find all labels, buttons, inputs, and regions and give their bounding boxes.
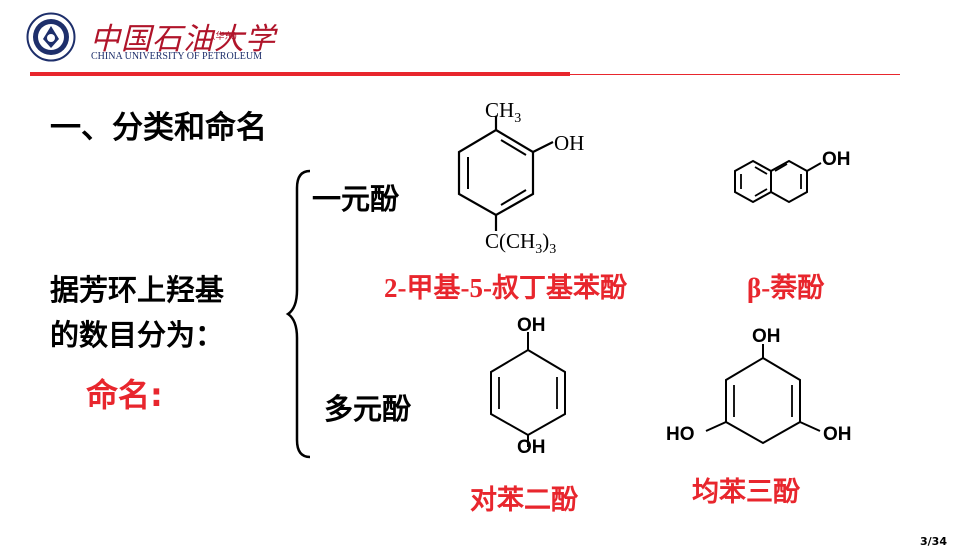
s4-ho-left-text: HO — [666, 424, 695, 445]
s3-oh-top-text: OH — [517, 315, 546, 336]
svg-text:CH3: CH3 — [485, 100, 521, 126]
compound-name-2: β-萘酚 — [747, 273, 825, 303]
university-name-en: CHINA UNIVERSITY OF PETROLEUM — [91, 51, 263, 62]
compound-name-1: 2-甲基-5-叔丁基苯酚 — [384, 273, 627, 303]
category-monophenol: 一元酚 — [312, 182, 400, 216]
description-line-2: 的数目分为： — [50, 318, 225, 352]
s1-tbu-sub2: 3 — [549, 242, 556, 257]
header-divider-thick — [30, 72, 570, 76]
compound-name-3: 对苯二酚 — [470, 485, 578, 515]
naming-label: 命名: — [86, 376, 163, 414]
university-emblem-icon — [26, 12, 76, 62]
university-campus: (华东) — [212, 32, 238, 42]
s1-tbu-close: ) — [542, 229, 549, 253]
s1-tbu-text: C(CH — [485, 229, 535, 253]
structure-beta-naphthol: OH — [734, 149, 851, 204]
structure-2-methyl-5-tert-butylphenol: CH3 OH C(CH3)3 — [457, 100, 584, 257]
svg-text:C(CH3)3: C(CH3)3 — [485, 229, 556, 257]
s1-oh-text: OH — [554, 131, 584, 155]
compound-name-4: 均苯三酚 — [692, 477, 800, 507]
page-number: 3/34 — [920, 535, 947, 548]
s2-oh-text: OH — [822, 149, 851, 170]
slide-title: 一、分类和命名 — [50, 110, 267, 146]
s4-oh-right-text: OH — [823, 424, 852, 445]
curly-brace — [285, 169, 311, 459]
description-line-1: 据芳环上羟基 — [50, 273, 225, 307]
s1-ch-text: CH — [485, 100, 514, 122]
structure-phloroglucinol: OH HO OH — [666, 326, 852, 445]
s1-tbu-sub1: 3 — [535, 242, 542, 257]
header-divider-thin — [570, 74, 900, 75]
category-polyphenol: 多元酚 — [324, 392, 412, 426]
s1-ch-sub: 3 — [514, 111, 521, 126]
s3-oh-bottom-text: OH — [517, 437, 546, 458]
s4-oh-top-text: OH — [752, 326, 781, 347]
structure-hydroquinone: OH OH — [490, 315, 566, 458]
university-name-cn: 中国石油大学 — [90, 22, 276, 57]
